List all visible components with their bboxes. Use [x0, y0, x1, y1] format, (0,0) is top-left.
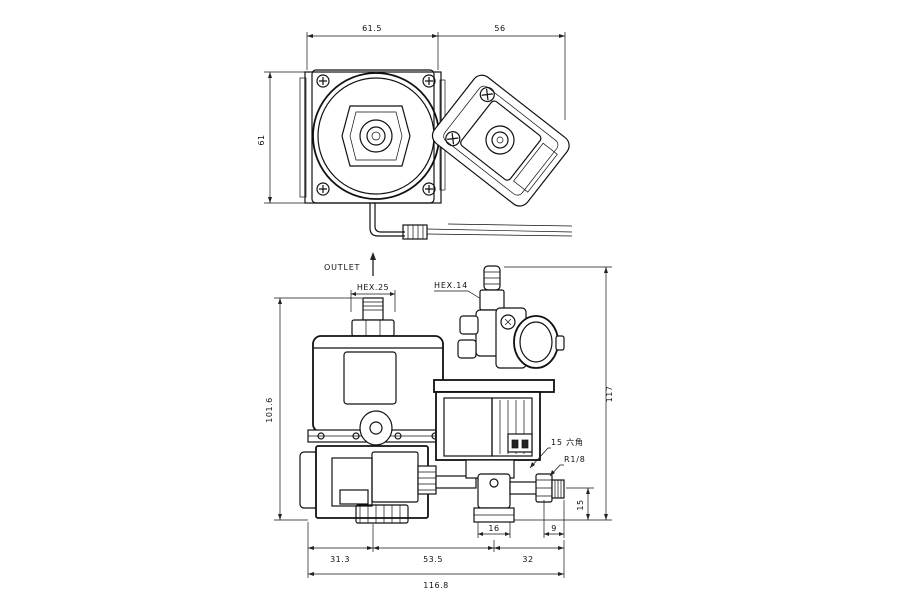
- dim-top-height: 61: [257, 71, 305, 204]
- solenoid-body-top: [299, 69, 446, 204]
- dim-label-16: 16: [488, 524, 499, 533]
- screw-icon: [479, 86, 495, 103]
- dim-label-31-3: 31.3: [330, 555, 350, 564]
- screw-icon: [445, 131, 461, 147]
- thread-label: R1/8: [564, 455, 586, 464]
- dim-label-101-6: 101.6: [265, 397, 274, 422]
- dim-label-32: 32: [522, 555, 533, 564]
- dim-side-height-left: 101.6: [265, 297, 362, 521]
- leader-thread: R1/8: [549, 455, 586, 477]
- dim-label-61-5: 61.5: [362, 24, 382, 33]
- side-view: OUTLET HEX.25 HEX.14: [265, 252, 614, 590]
- hex-14-label: HEX.14: [434, 281, 468, 290]
- dim-fitting-height: 15: [566, 487, 594, 520]
- dim-label-9: 9: [551, 524, 557, 533]
- hex-15-label: 15 六角: [551, 437, 584, 447]
- outlet-label: OUTLET: [324, 263, 360, 272]
- top-view: 61.5 56 61: [257, 24, 573, 240]
- dim-fitting-width: 9: [543, 500, 565, 538]
- dim-label-53-5: 53.5: [423, 555, 443, 564]
- dim-top-width-right: 56: [438, 24, 566, 120]
- solenoid-coil-left: [307, 297, 449, 446]
- dim-label-117: 117: [605, 386, 614, 403]
- dim-label-15: 15: [576, 499, 585, 510]
- leader-hex-15: 15 六角: [529, 437, 584, 469]
- dim-side-height-right: 117: [504, 266, 614, 521]
- dim-label-116-8: 116.8: [423, 581, 448, 590]
- dim-bottom-total: 116.8: [308, 572, 564, 590]
- hex-25-label: HEX.25: [357, 283, 389, 292]
- screw-icon: [316, 74, 330, 88]
- screw-icon: [422, 182, 436, 196]
- screw-icon: [316, 182, 330, 196]
- outlet-indicator: OUTLET: [324, 252, 376, 276]
- leader-hex-14: HEX.14: [434, 281, 487, 303]
- wire-leads: [369, 203, 573, 240]
- valve-unit-right: [433, 265, 565, 523]
- dim-label-61: 61: [257, 134, 266, 145]
- valve-unit-top: [431, 74, 570, 207]
- dim-top-width-left: 61.5: [306, 24, 439, 70]
- dim-bottom-chain: 31.3 53.5 32: [307, 522, 565, 578]
- dim-label-56: 56: [494, 24, 505, 33]
- dim-outlet-width: 16: [477, 522, 511, 538]
- valve-body-lower: [299, 445, 477, 524]
- screw-icon: [422, 74, 436, 88]
- dim-hex-25: HEX.25: [350, 283, 396, 312]
